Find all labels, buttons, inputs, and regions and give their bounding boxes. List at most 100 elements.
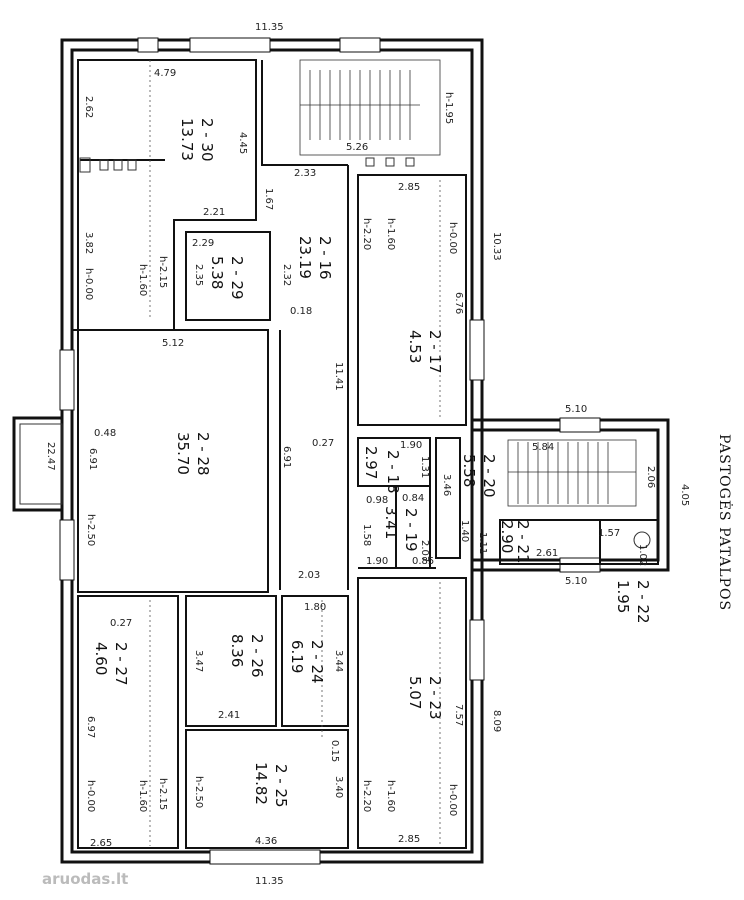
stairs-right (507, 439, 651, 549)
dim: 0.98 (366, 495, 388, 506)
room-area: 13.73 (178, 118, 196, 161)
room-2-30: 2 - 30 13.73 4.79 2.62 4.45 2.21 3.82 h-… (83, 68, 248, 300)
dim: 1.67 (263, 188, 274, 210)
plan-title: PASTOGĖS PATALPOS (716, 434, 734, 611)
room-id: 2 - 23 (426, 676, 444, 720)
dim: h-0.00 (447, 784, 458, 816)
room-2-17: 2 - 17 4.53 2.85 6.76 h-2.20 h-1.60 h-0.… (361, 182, 464, 374)
room-area: 2.90 (498, 520, 516, 553)
dim: 2.35 (193, 264, 204, 286)
room-area: 3.41 (382, 506, 400, 539)
room-id: 2 - 20 (480, 454, 498, 498)
room-area: 2.97 (362, 446, 380, 479)
dim: h-0.00 (85, 780, 96, 812)
room-id: 2 - 26 (248, 634, 266, 678)
dim: 11.41 (333, 362, 344, 391)
dim: 2.62 (83, 96, 94, 118)
dim: 2.65 (90, 838, 112, 849)
dim-stair-depth: 4.05 (679, 484, 690, 506)
room-2-21: 2 - 21 2.90 1.40 1.11 2.61 (459, 520, 558, 564)
dim: 6.91 (281, 446, 292, 468)
room-area: 5.38 (208, 256, 226, 289)
room-id: 2 - 24 (308, 640, 326, 684)
dim: h-2.20 (361, 218, 372, 250)
room-2-19: 2 - 19 3.41 0.98 0.84 1.58 2.07 1.90 0.8… (361, 493, 434, 567)
dim: 6.97 (85, 716, 96, 738)
dim: h-0.00 (83, 268, 94, 300)
dim: h-1.60 (137, 264, 148, 296)
dim: 6.91 (87, 448, 98, 470)
room-id: 2 - 21 (514, 520, 532, 564)
room-2-22: 2 - 22 1.95 1.57 1.02 (598, 528, 652, 624)
dim: 2.29 (192, 238, 214, 249)
room-area: 6.19 (288, 640, 306, 673)
dim: 1.90 (366, 556, 388, 567)
dim: 1.80 (304, 602, 326, 613)
dim: 0.48 (94, 428, 116, 439)
dim: 0.84 (402, 493, 424, 504)
room-2-24: 2 - 24 6.19 1.80 3.44 0.15 (288, 602, 344, 762)
dim: h-1.60 (137, 780, 148, 812)
dim: 2.21 (203, 207, 225, 218)
room-id: 2 - 17 (426, 330, 444, 374)
dim: 3.46 (441, 474, 452, 496)
dim: 3.40 (333, 776, 344, 798)
dim: h-2.50 (193, 776, 204, 808)
dim: 2.03 (298, 570, 320, 581)
stair-top-height: h-1.95 (443, 92, 454, 124)
room-id: 2 - 29 (228, 256, 246, 300)
room-id: 2 - 22 (634, 580, 652, 624)
stair-top-dim: 5.26 (346, 142, 368, 153)
dim: 4.79 (154, 68, 176, 79)
room-area: 1.95 (614, 580, 632, 613)
room-2-20: 2 - 20 5.58 5.84 3.46 2.06 (441, 442, 656, 498)
room-area: 14.82 (252, 762, 270, 805)
dim-right-lower: 8.09 (491, 710, 502, 732)
dim: 0.18 (290, 306, 312, 317)
room-area: 35.70 (174, 432, 192, 475)
room-id: 2 - 18 (384, 450, 402, 494)
dim: 0.27 (312, 438, 334, 449)
dim: h-2.20 (361, 780, 372, 812)
room-area: 8.36 (228, 634, 246, 667)
dim: 0.27 (110, 618, 132, 629)
exterior-walls (12, 38, 670, 864)
dim-right-upper: 10.33 (491, 232, 502, 261)
dim: h-0.00 (447, 222, 458, 254)
room-id: 2 - 30 (198, 118, 216, 162)
room-2-28: 2 - 28 35.70 5.12 6.91 6.91 0.48 0.27 h-… (85, 338, 334, 581)
dim-stair-width-bottom: 5.10 (565, 576, 587, 587)
room-2-18: 2 - 18 2.97 1.90 1.31 (362, 440, 430, 494)
dim: 7.57 (453, 704, 464, 726)
room-2-16: 2 - 16 23.19 2.33 1.67 2.32 11.41 (263, 168, 344, 391)
dim: 4.45 (237, 132, 248, 154)
dim: 0.85 (412, 556, 434, 567)
room-id: 2 - 19 (402, 508, 420, 552)
dim: h-2.15 (157, 256, 168, 288)
dim: h-2.15 (157, 778, 168, 810)
dim: 1.58 (361, 524, 372, 546)
dim-balcony: 22.47 (45, 442, 56, 471)
windows (59, 37, 601, 865)
dim: 3.44 (333, 650, 344, 672)
dim: 2.85 (398, 834, 420, 845)
dim: h-1.60 (385, 780, 396, 812)
dim: 2.41 (218, 710, 240, 721)
stairs-top (299, 59, 441, 167)
dim: 4.36 (255, 836, 277, 847)
room-area: 5.58 (460, 454, 478, 487)
dim: h-1.60 (385, 218, 396, 250)
dim: 1.40 (459, 520, 470, 542)
dim: 2.07 (419, 540, 430, 562)
dim: 1.57 (598, 528, 620, 539)
slope-lines (149, 60, 441, 846)
dim: 6.76 (453, 292, 464, 314)
room-2-26: 2 - 26 8.36 3.47 2.41 (193, 634, 266, 721)
dim-bottom-width: 11.35 (255, 876, 284, 887)
dim: 1.11 (477, 532, 488, 554)
room-2-25: 2 - 25 14.82 4.36 3.40 h-2.50 (193, 762, 344, 847)
dim: 3.82 (83, 232, 94, 254)
dim: 5.12 (162, 338, 184, 349)
dim: 1.90 (400, 440, 422, 451)
